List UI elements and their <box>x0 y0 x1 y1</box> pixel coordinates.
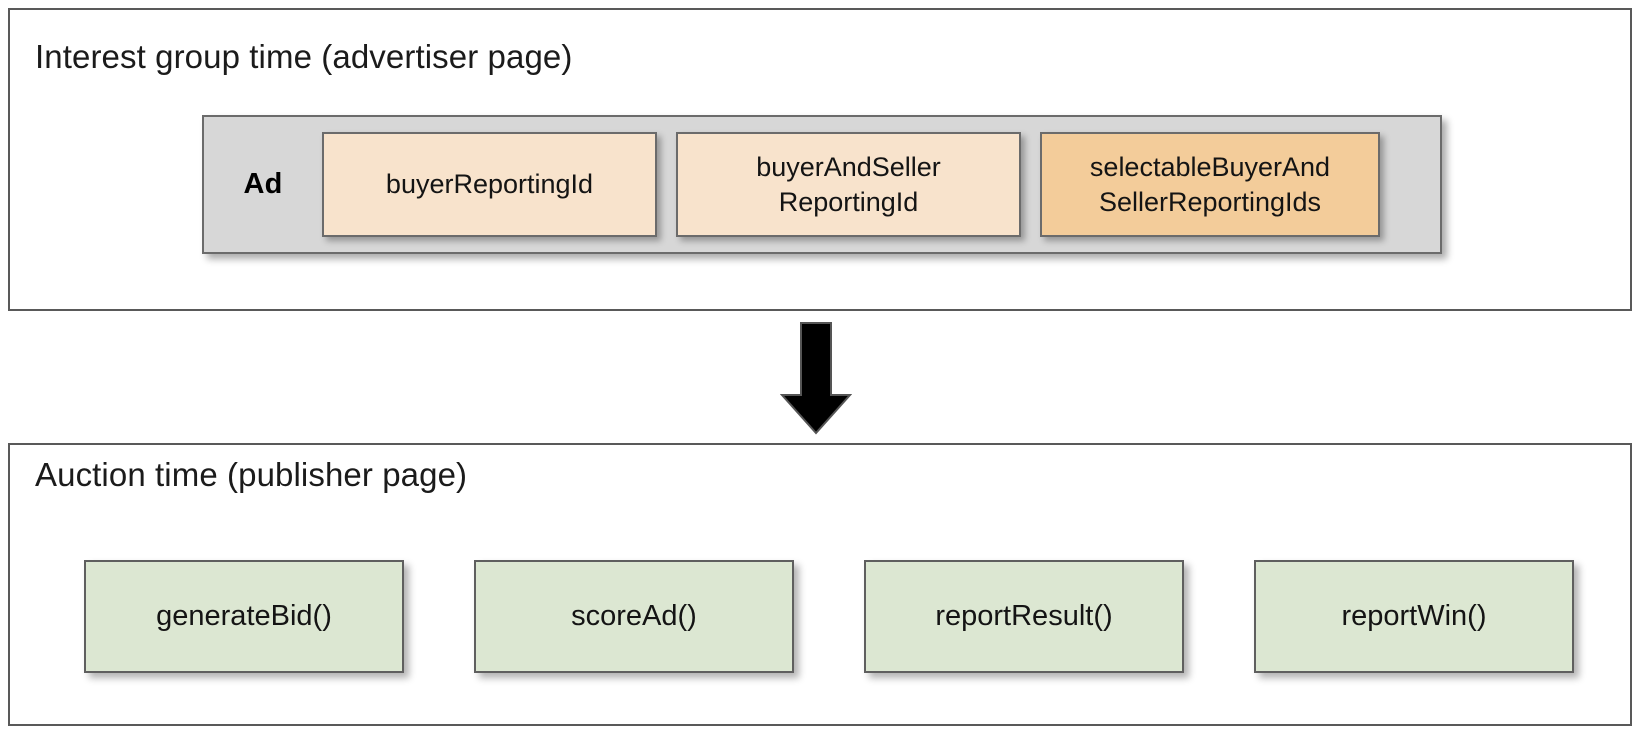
reporting-field-label: buyerReportingId <box>385 169 594 199</box>
function-box-report-result[interactable]: reportResult() <box>864 560 1184 673</box>
reporting-field-label: selectableBuyerAnd SellerReportingIds <box>1090 150 1330 220</box>
reporting-field-selectable-buyer-and-seller-reporting-ids[interactable]: selectableBuyerAnd SellerReportingIds <box>1040 132 1380 237</box>
function-box-score-ad[interactable]: scoreAd() <box>474 560 794 673</box>
reporting-field-buyer-and-seller-reporting-id[interactable]: buyerAndSeller ReportingId <box>676 132 1021 237</box>
ad-object-container: Ad buyerReportingId buyerAndSeller Repor… <box>202 115 1442 254</box>
reporting-field-label: buyerAndSeller ReportingId <box>756 150 941 220</box>
publisher-panel: Auction time (publisher page) generateBi… <box>8 443 1632 726</box>
function-box-label: reportResult() <box>935 600 1113 632</box>
function-box-report-win[interactable]: reportWin() <box>1254 560 1574 673</box>
auction-function-row: generateBid() scoreAd() reportResult() r… <box>84 560 1574 676</box>
ad-label: Ad <box>243 168 283 200</box>
reporting-field-label-line1: buyerAndSeller <box>756 151 941 182</box>
function-box-label: reportWin() <box>1341 600 1487 632</box>
advertiser-panel-title: Interest group time (advertiser page) <box>35 38 573 75</box>
function-box-label: scoreAd() <box>571 600 697 632</box>
publisher-panel-title: Auction time (publisher page) <box>35 456 468 493</box>
reporting-field-label-line1: selectableBuyerAnd <box>1089 151 1331 182</box>
reporting-field-label-line2: SellerReportingIds <box>1098 186 1322 217</box>
function-box-label: generateBid() <box>156 600 332 632</box>
reporting-field-buyer-reporting-id[interactable]: buyerReportingId <box>322 132 657 237</box>
ad-reporting-fields: buyerReportingId buyerAndSeller Reportin… <box>322 117 1380 252</box>
reporting-field-label-line2: ReportingId <box>778 186 919 217</box>
function-box-generate-bid[interactable]: generateBid() <box>84 560 404 673</box>
down-arrow-icon <box>780 322 852 435</box>
advertiser-panel: Interest group time (advertiser page) Ad… <box>8 8 1632 311</box>
